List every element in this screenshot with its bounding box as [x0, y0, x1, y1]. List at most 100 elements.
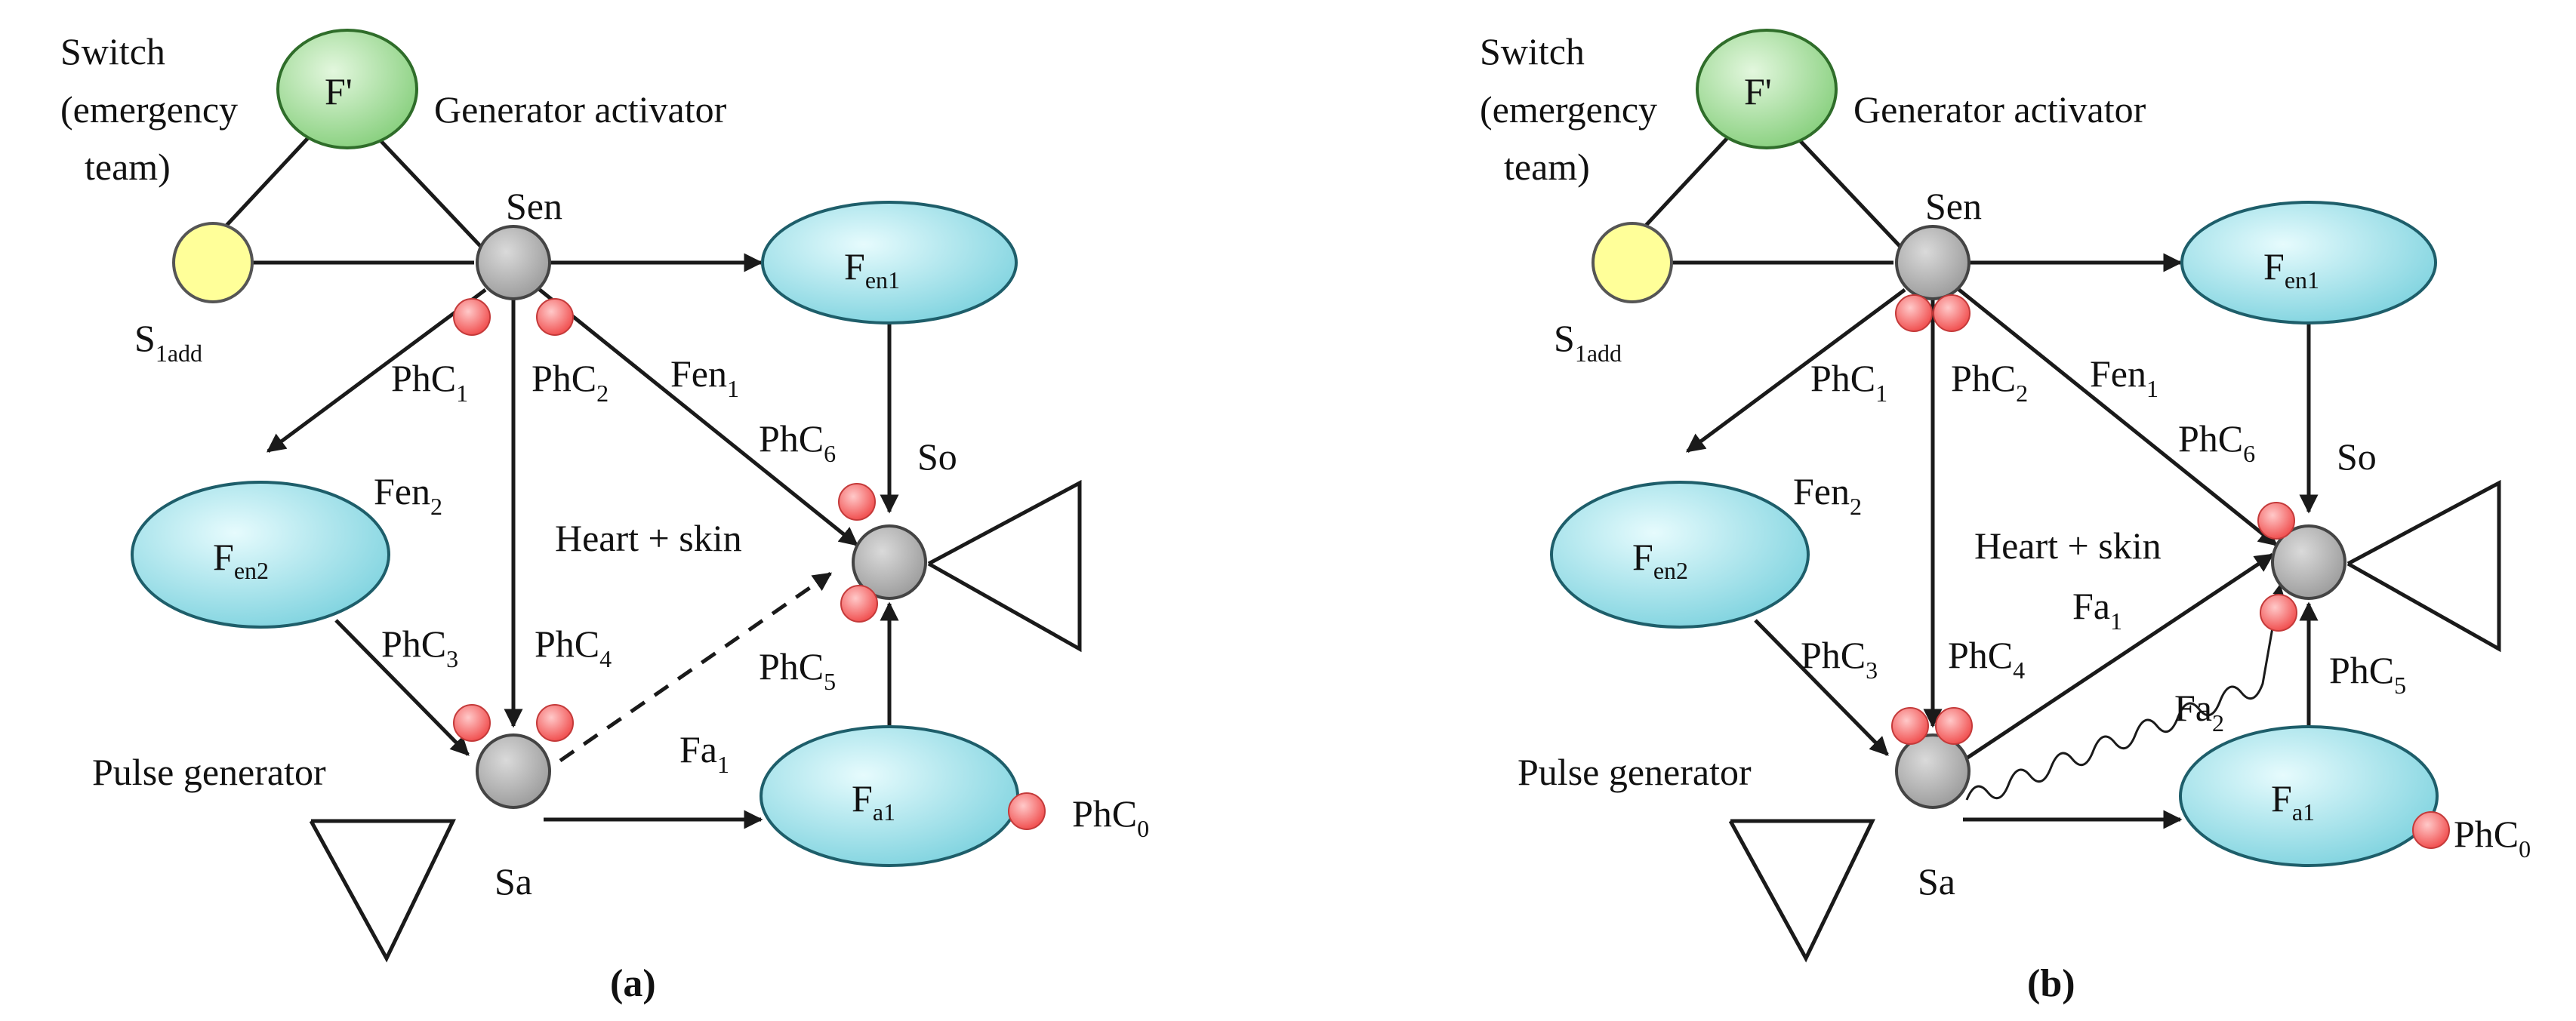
panel-a-caption: (a)	[610, 962, 656, 1005]
panel-a-fa1-node	[760, 725, 1019, 867]
generator-activator-label: Generator activator	[1853, 88, 2146, 131]
phc3-label: PhC3	[381, 623, 458, 672]
panel-a-fen2-node	[131, 481, 390, 629]
receptor-phc6	[838, 483, 876, 521]
panel-a-fen1-node	[761, 201, 1018, 324]
edge-sen-heart	[1946, 279, 2278, 546]
receptor-phc4	[1935, 707, 1973, 745]
edge-fen2-pulse	[334, 619, 470, 756]
fa1-node-label: Fa1	[2271, 777, 2315, 826]
fprime-label: F'	[1744, 70, 1772, 112]
switch-label-line1: Switch	[60, 30, 165, 72]
receptor-phc3	[1891, 707, 1929, 745]
phc4-label: PhC4	[535, 623, 612, 672]
panel-b-s1add-sensor	[1592, 222, 1673, 303]
edge-fprime-sen	[1795, 136, 1904, 251]
receptor-phc4	[536, 704, 574, 742]
panel-b-fa1-node	[2179, 725, 2439, 867]
motor-triangle-pulse	[1728, 819, 1875, 963]
panel-b-labels: Switch (emergency team) F' Generator act…	[1480, 30, 2531, 1005]
panel-b-caption: (b)	[2027, 962, 2075, 1005]
phc0-label: PhC0	[1072, 792, 1149, 842]
phc5-label: PhC5	[2329, 649, 2406, 699]
motor-triangle-heart	[927, 479, 1082, 653]
sen-label: Sen	[506, 185, 562, 227]
fen2-label: Fen2	[213, 536, 269, 584]
heart-skin-label: Heart + skin	[555, 517, 742, 559]
panel-b-fen1-node	[2180, 201, 2437, 324]
panel-a-heart-neuron	[852, 524, 927, 600]
receptor-phc5	[840, 585, 878, 623]
fen2-edge-label: Fen2	[374, 470, 442, 520]
edge-fprime-s1add	[211, 127, 319, 241]
panel-a-edges	[211, 127, 1082, 963]
receptor-phc2	[1933, 294, 1971, 332]
receptor-phc1	[453, 298, 491, 336]
fen1-edge-label: Fen1	[2090, 352, 2158, 402]
motor-triangle-heart	[2346, 479, 2501, 653]
panel-a-pulse-neuron	[476, 733, 551, 809]
phc1-label: PhC1	[391, 357, 468, 407]
sen-label: Sen	[1925, 185, 1982, 227]
edge-fa2-wavy-to-heart	[1965, 583, 2285, 801]
fa1-edge-label: Fa1	[679, 728, 729, 778]
heart-skin-label: Heart + skin	[1974, 524, 2162, 567]
edge-sen-fen2	[266, 288, 487, 454]
phc2-label: PhC2	[1951, 357, 2028, 407]
so-label: So	[917, 435, 957, 478]
fprime-label: F'	[325, 70, 353, 112]
s1add-label: S1add	[1554, 317, 1622, 367]
sa-label: Sa	[495, 860, 532, 903]
phc0-label: PhC0	[2454, 813, 2531, 863]
phc1-label: PhC1	[1810, 357, 1887, 407]
receptor-phc0	[2412, 811, 2450, 849]
edge-sen-heart	[527, 279, 858, 546]
pulse-generator-label: Pulse generator	[1518, 751, 1752, 793]
panel-b-sen-neuron	[1895, 225, 1971, 300]
receptor-phc1	[1895, 294, 1933, 332]
panel-b-fprime-node	[1696, 29, 1838, 149]
generator-activator-label: Generator activator	[434, 88, 727, 131]
switch-label-line3: team)	[1504, 146, 1590, 188]
fa1-node-label: Fa1	[852, 777, 895, 826]
panel-b-fen2-node	[1550, 481, 1810, 629]
panel-a-labels: Switch (emergency team) F' Generator act…	[60, 30, 1149, 1005]
switch-label-line1: Switch	[1480, 30, 1585, 72]
panel-a-sen-neuron	[476, 225, 551, 300]
phc2-label: PhC2	[532, 357, 609, 407]
panel-a-s1add-sensor	[172, 222, 254, 303]
receptor-phc2	[536, 298, 574, 336]
phc6-label: PhC6	[759, 417, 836, 467]
fa2-edge-label: Fa2	[2174, 687, 2224, 737]
panel-b-edges	[1631, 127, 2501, 963]
sa-label: Sa	[1918, 860, 1955, 903]
fen1-edge-label: Fen1	[670, 352, 739, 402]
fen1-label: Fen1	[2263, 245, 2319, 294]
fen2-label: Fen2	[1632, 536, 1688, 584]
pulse-generator-label: Pulse generator	[92, 751, 326, 793]
panel-b-receptors	[1891, 294, 2450, 849]
receptor-phc3	[453, 704, 491, 742]
phc3-label: PhC3	[1801, 634, 1878, 684]
switch-label-line3: team)	[85, 146, 171, 188]
phc5-label: PhC5	[759, 645, 836, 695]
panel-b-heart-neuron	[2271, 524, 2346, 600]
fa1-edge-label: Fa1	[2072, 585, 2122, 635]
switch-label-line2: (emergency	[1480, 88, 1657, 131]
phc4-label: PhC4	[1948, 634, 2025, 684]
fen2-edge-label: Fen2	[1793, 470, 1862, 520]
receptor-phc0	[1008, 792, 1046, 830]
panel-b-pulse-neuron	[1895, 733, 1971, 809]
switch-label-line2: (emergency	[60, 88, 238, 131]
panel-b: Switch (emergency team) F' Generator act…	[1480, 29, 2531, 1005]
receptor-phc5	[2260, 594, 2297, 632]
panel-a-receptors	[453, 298, 1046, 830]
receptor-phc6	[2257, 502, 2295, 540]
edge-fprime-sen	[376, 136, 485, 251]
motor-triangle-pulse	[309, 819, 456, 963]
phc6-label: PhC6	[2178, 417, 2255, 467]
s1add-label: S1add	[134, 317, 202, 367]
edge-fprime-s1add	[1631, 127, 1738, 241]
edge-pulse-heart-dashed	[559, 571, 833, 763]
